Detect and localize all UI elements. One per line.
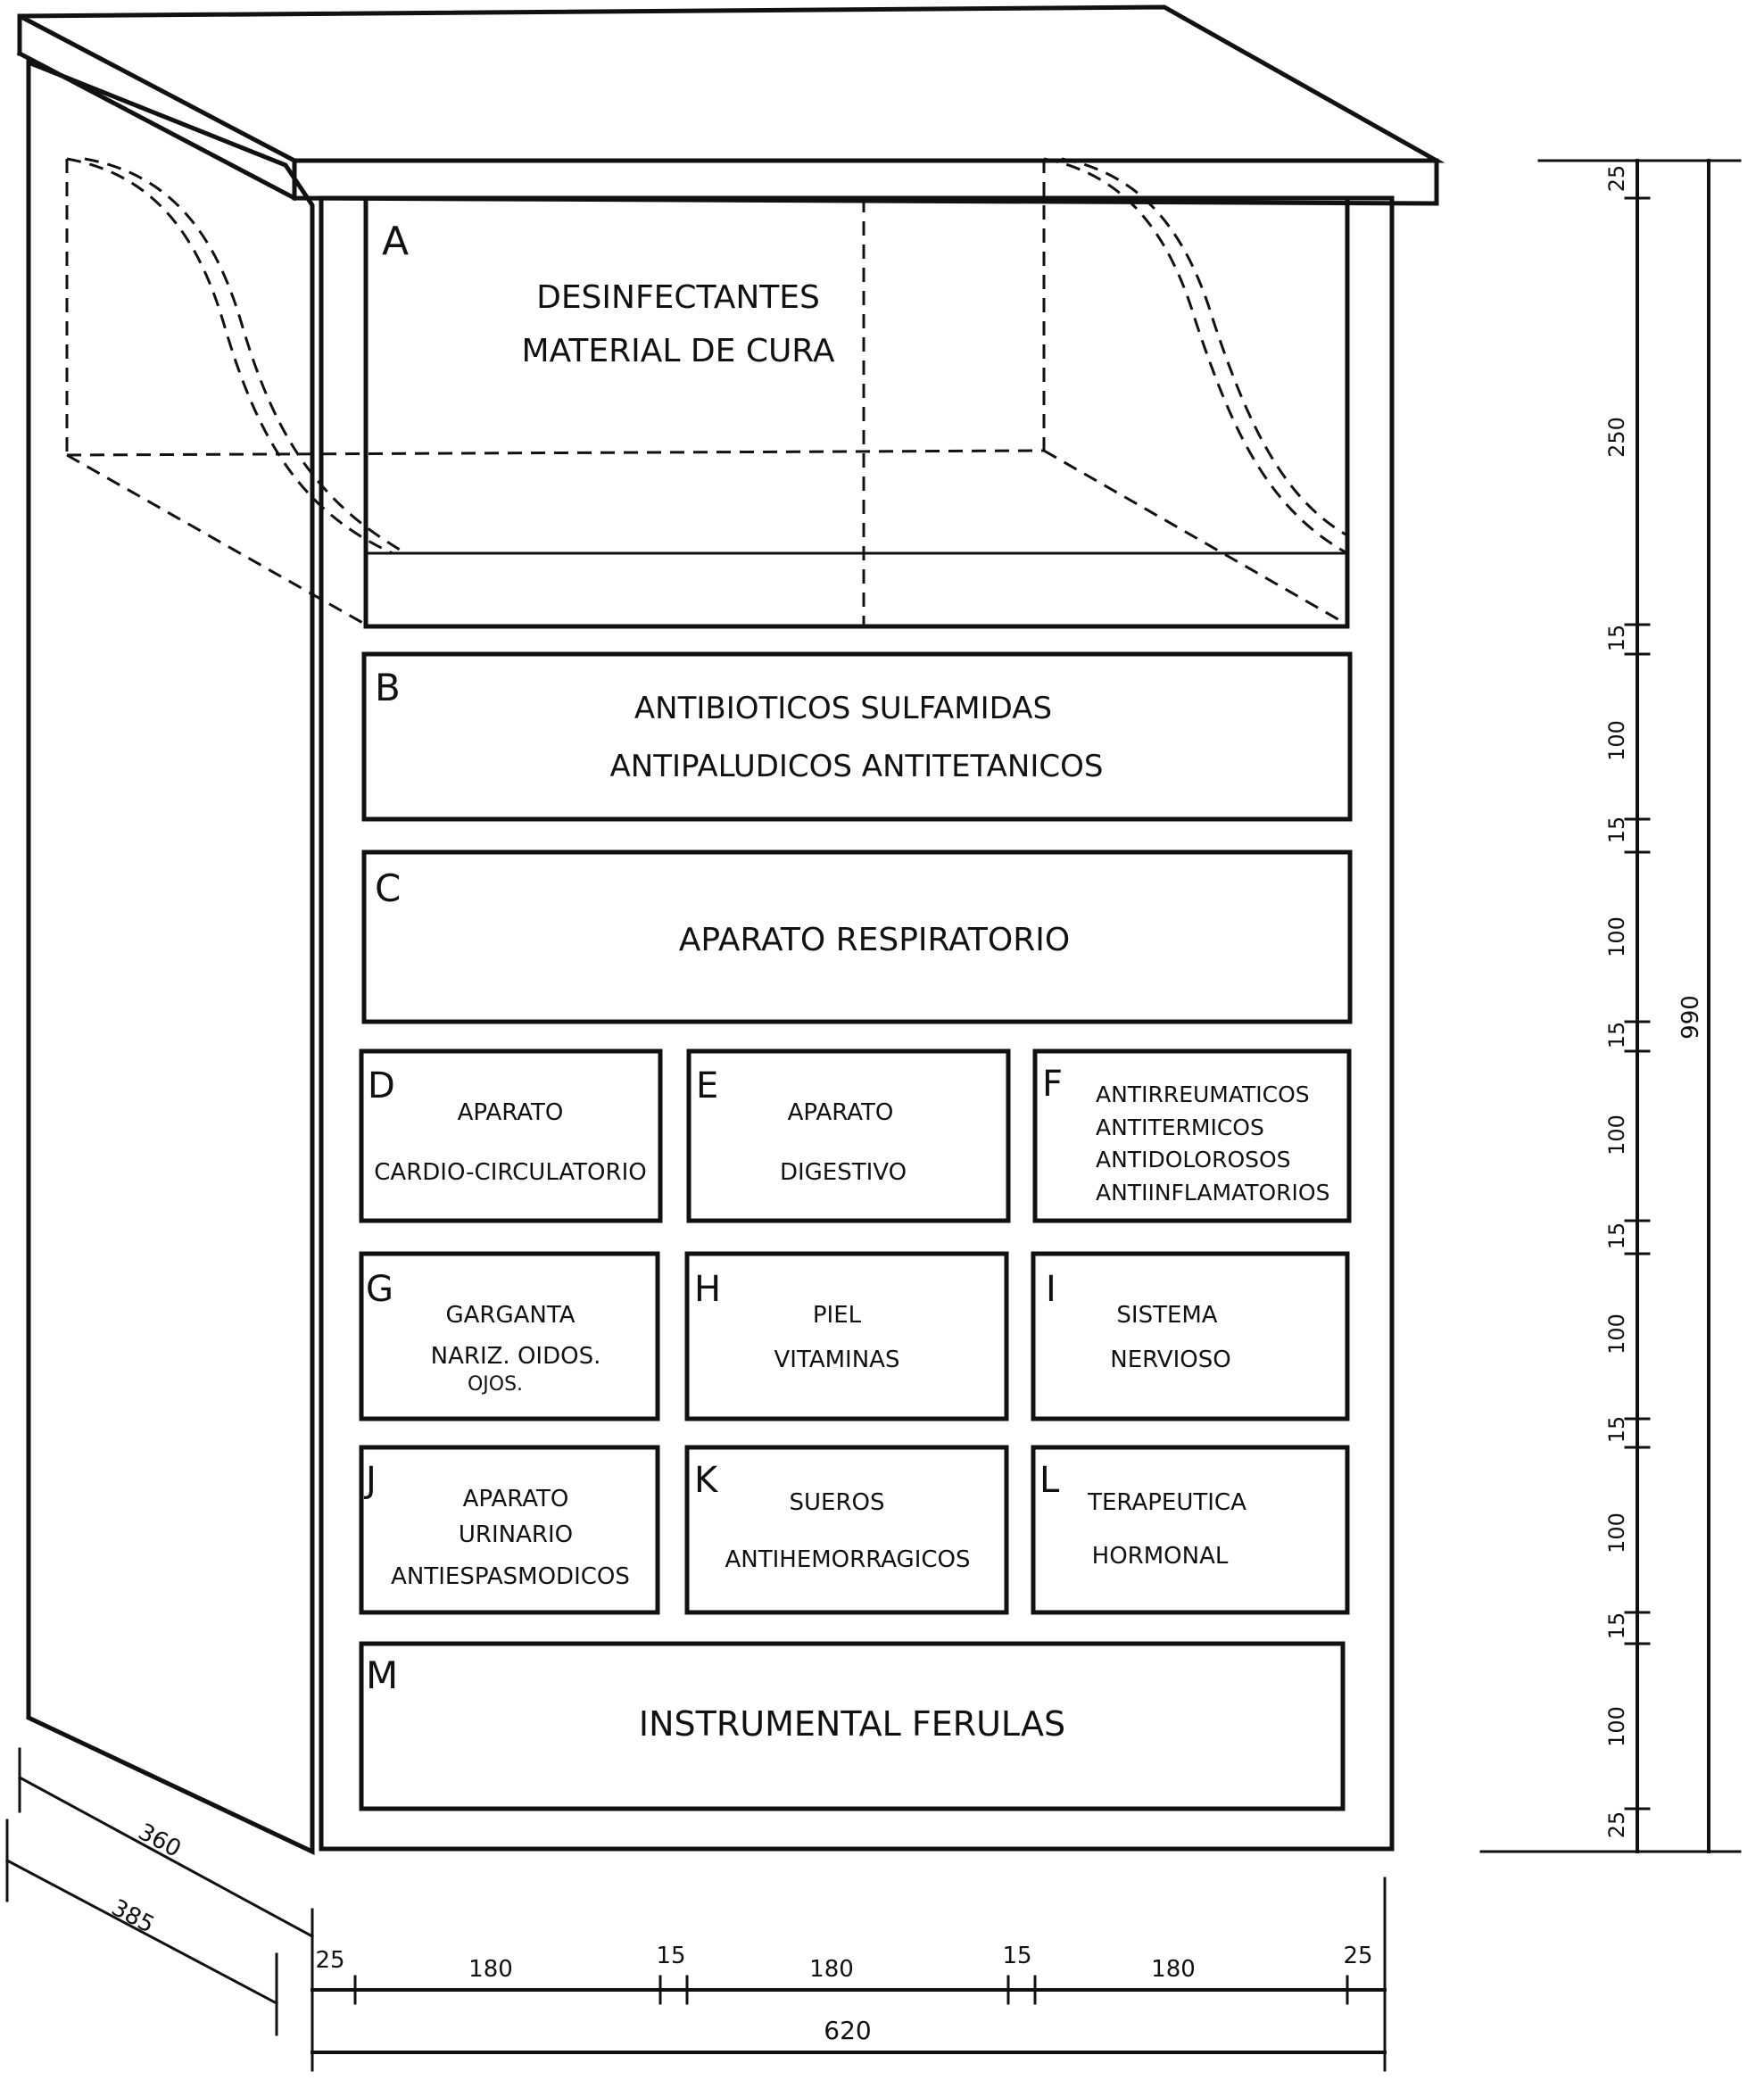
drawer-c-label-1: APARATO RESPIRATORIO (679, 922, 1070, 958)
drawer-j-label-1: APARATO (463, 1486, 569, 1512)
drawer-e-label-2: DIGESTIVO (780, 1159, 907, 1186)
compartment-letter-h: H (694, 1269, 721, 1310)
drawer-l-label-2: HORMONAL (1092, 1543, 1229, 1570)
compartment-letter-m: M (366, 1653, 398, 1697)
dim-v-seg-3: 100 (1604, 720, 1629, 761)
compartment-letter-g: G (366, 1269, 393, 1310)
drawer-l-label-1: TERAPEUTICA (1087, 1489, 1246, 1516)
dim-h-seg-5: 180 (1151, 1956, 1196, 1983)
dim-h-seg-3: 180 (809, 1956, 854, 1983)
drawer-b-label-2: ANTIPALUDICOS ANTITETANICOS (610, 749, 1104, 784)
drawer-f-label-2: ANTITERMICOS (1096, 1115, 1264, 1140)
drawer-i: I SISTEMA NERVIOSO (1031, 1251, 1350, 1421)
drawer-e-label-1: APARATO (788, 1099, 894, 1126)
dim-v-seg-14: 25 (1604, 1811, 1629, 1839)
drawer-j: J APARATO URINARIO ANTIESPASMODICOS (359, 1445, 660, 1615)
compartment-letter-f: F (1042, 1064, 1063, 1105)
dim-v-seg-8: 15 (1604, 1222, 1629, 1250)
dim-v-seg-9: 100 (1604, 1313, 1629, 1355)
drawer-i-label-1: SISTEMA (1116, 1302, 1217, 1329)
dim-depth-inner: 360 (134, 1819, 186, 1863)
compartment-letter-e: E (696, 1065, 718, 1106)
drawer-h: H PIEL VITAMINAS (684, 1251, 1009, 1421)
drawer-f-label-3: ANTIDOLOROSOS (1096, 1147, 1291, 1173)
drawer-c: C APARATO RESPIRATORIO (361, 849, 1353, 1024)
cabinet-top-slab (18, 4, 1445, 163)
compartment-letter-l: L (1039, 1460, 1060, 1501)
drawer-i-label-2: NERVIOSO (1110, 1347, 1230, 1373)
drawer-d-label-1: APARATO (458, 1099, 564, 1126)
drawer-g-label-3: OJOS. (468, 1373, 523, 1396)
dim-v-seg-2: 15 (1604, 625, 1629, 652)
depth-dimensions: 360 385 (4, 1747, 315, 2036)
drawer-f-label-1: ANTIRREUMATICOS (1096, 1081, 1310, 1107)
drawer-m-label-1: INSTRUMENTAL FERULAS (639, 1704, 1065, 1744)
drawer-d-label-2: CARDIO-CIRCULATORIO (374, 1159, 646, 1186)
compartment-letter-k: K (694, 1460, 719, 1501)
compartment-letter-j: J (363, 1460, 377, 1501)
horizontal-dimensions: 25 180 15 180 15 180 25 620 (311, 1877, 1387, 2072)
dim-h-seg-6: 25 (1343, 1943, 1372, 1969)
dim-v-seg-13: 100 (1604, 1706, 1629, 1747)
drawer-k-label-1: SUEROS (790, 1489, 885, 1516)
drawer-k-label-2: ANTIHEMORRAGICOS (725, 1546, 970, 1573)
compartment-letter-c: C (375, 866, 401, 910)
drawer-j-label-2: URINARIO (459, 1521, 573, 1548)
compartment-letter-a: A (382, 219, 409, 264)
drawer-j-label-3: ANTIESPASMODICOS (391, 1563, 630, 1590)
compartment-letter-i: I (1046, 1269, 1056, 1310)
dim-v-seg-0: 25 (1604, 165, 1629, 193)
drawer-m: M INSTRUMENTAL FERULAS (359, 1641, 1346, 1811)
drawer-b-label-1: ANTIBIOTICOS SULFAMIDAS (634, 691, 1052, 726)
dim-v-seg-6: 15 (1604, 1022, 1629, 1049)
drawer-l: L TERAPEUTICA HORMONAL (1031, 1445, 1350, 1615)
drawer-h-label-1: PIEL (813, 1302, 862, 1329)
drawer-b: B ANTIBIOTICOS SULFAMIDAS ANTIPALUDICOS … (361, 651, 1353, 822)
drawer-g-label-1: GARGANTA (445, 1302, 575, 1329)
dim-h-seg-1: 180 (468, 1956, 513, 1983)
compartment-letter-d: D (368, 1065, 395, 1106)
drawer-k: K SUEROS ANTIHEMORRAGICOS (684, 1445, 1009, 1615)
dim-v-seg-10: 15 (1604, 1416, 1629, 1444)
compartment-a-open: A DESINFECTANTES MATERIAL DE CURA (65, 157, 1350, 629)
compartment-a-label-2: MATERIAL DE CURA (522, 333, 835, 369)
drawer-d: D APARATO CARDIO-CIRCULATORIO (359, 1048, 663, 1223)
dim-v-seg-11: 100 (1604, 1512, 1629, 1554)
drawer-f-label-4: ANTIINFLAMATORIOS (1096, 1180, 1329, 1206)
dim-depth-outer: 385 (107, 1894, 159, 1939)
compartment-a-label-1: DESINFECTANTES (536, 279, 820, 316)
dim-v-seg-5: 100 (1604, 916, 1629, 957)
dim-v-total: 990 (1677, 995, 1704, 1040)
dim-h-seg-0: 25 (315, 1947, 344, 1974)
dim-v-seg-7: 100 (1604, 1115, 1629, 1156)
drawer-e: E APARATO DIGESTIVO (686, 1048, 1011, 1223)
drawer-h-label-2: VITAMINAS (774, 1347, 900, 1373)
dim-h-seg-4: 15 (1002, 1943, 1031, 1969)
compartment-letter-b: B (375, 666, 401, 709)
dim-h-total: 620 (824, 2016, 871, 2045)
dim-v-seg-4: 15 (1604, 816, 1629, 844)
vertical-dimensions: 25 250 15 100 15 100 15 100 15 100 15 10… (1479, 159, 1742, 1853)
drawer-g-label-2: NARIZ. OIDOS. (431, 1343, 601, 1370)
dim-v-seg-1: 250 (1604, 417, 1629, 458)
dim-h-seg-2: 15 (656, 1943, 685, 1969)
drawer-f: F ANTIRREUMATICOS ANTITERMICOS ANTIDOLOR… (1032, 1048, 1352, 1223)
drawer-g: G GARGANTA NARIZ. OIDOS. OJOS. (359, 1251, 660, 1421)
dim-v-seg-12: 15 (1604, 1612, 1629, 1640)
